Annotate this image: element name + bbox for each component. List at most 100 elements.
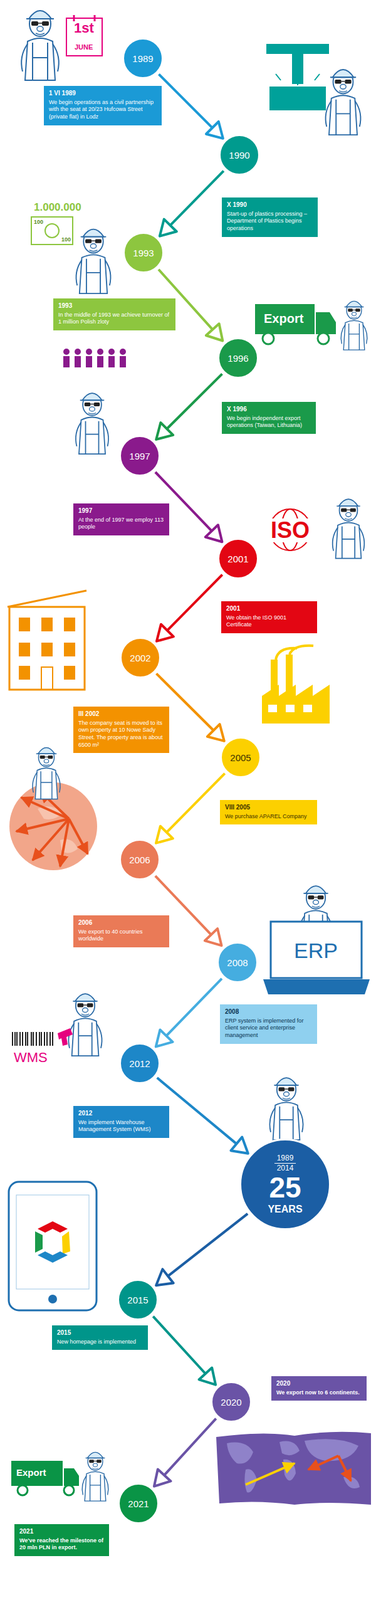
arrow-head [206,121,224,139]
year-circle: 1997 [119,434,161,477]
timeline-arrow [156,978,222,1047]
calendar-icon [73,15,95,22]
people-icon [63,355,70,368]
event-box: 2012We implement Warehouse Management Sy… [73,1105,170,1138]
export-globe [37,805,78,853]
year-circle: 1989 [122,37,164,79]
truck-icon [11,1460,79,1495]
iso-label: ISO [268,518,312,543]
worker-figure [21,10,59,81]
year-label: 2021 [127,1498,149,1508]
event-box: 2015New homepage is implemented [52,1324,148,1350]
barcode-icon [10,1030,56,1047]
event-box: 2021We've reached the milestone of 20 ml… [14,1523,110,1556]
arrow-line [170,171,224,226]
year-label: 1997 [129,451,150,461]
banknote-icon [31,216,73,245]
arrow-line [158,73,212,128]
factory-icon [285,654,293,697]
building-icon [9,606,85,690]
calendar-icon [66,18,103,56]
year-circle: 2006 [119,838,161,880]
year-circle: 2015 [117,1278,159,1320]
people-icon [97,355,104,368]
arrow-head [230,1136,248,1154]
arrow-head [156,624,174,642]
building-icon [63,617,76,632]
people-icon [119,355,126,368]
timeline-arrow [156,574,223,642]
timeline-arrow [152,1316,216,1385]
export-arrow [16,818,69,831]
event-text: ERP system is implemented for client ser… [224,1017,313,1040]
truck-icon [315,312,336,335]
machine-icon [275,73,320,86]
machine-icon [269,86,326,111]
year-circle: 2021 [117,1482,160,1524]
people-icon [97,348,104,355]
event-text: In the middle of 1993 we achieve turnove… [58,311,171,326]
arrow-line [167,574,223,631]
arrow-line [152,1316,206,1374]
phone-icon [37,1220,68,1233]
export-arrow [21,797,69,819]
year-label: 2012 [129,1058,150,1068]
arrow-head [199,1367,217,1385]
worker-figure [82,1451,109,1501]
year-label: 1993 [132,248,154,258]
machine-icon [266,43,329,111]
event-heading: 2006 [78,918,165,927]
people-icon [74,355,81,368]
money-amount: 1.000.000 [33,201,82,213]
year-label: 1996 [227,353,249,363]
anniversary-text: 25 [268,1171,301,1204]
arrow-head [206,323,223,341]
people-icon [63,348,126,368]
phone-icon [8,1181,97,1310]
scanner-icon [57,1027,73,1046]
arrow-line [166,773,225,833]
year-circle: 2002 [119,636,162,679]
calendar-day: 1st [73,21,94,36]
event-heading: 1997 [78,506,165,516]
event-heading: 2001 [226,604,313,613]
scanner-icon [57,1027,73,1046]
arrow-head [207,723,225,741]
worker-figure [75,392,109,454]
truck-icon [63,1484,74,1495]
year-label: 1989 [132,53,153,64]
export-arrow [40,790,69,819]
worker-figure [75,392,109,454]
machine-icon [266,43,329,54]
timeline-arrow [156,373,222,440]
building-icon [7,590,87,607]
worker-figure [325,69,361,135]
export-arrow [32,818,69,860]
year-circle: 2005 [219,736,262,778]
barcode-icon [10,1030,56,1047]
timeline-arrow [159,171,224,237]
timeline-arrow [157,1077,249,1154]
event-box: 2020We export now to 6 continents. [271,1375,367,1400]
year-circle: 2001 [217,537,259,580]
world-map [216,1431,371,1504]
year-label: 2020 [220,1396,242,1407]
truck-icon [17,1484,28,1495]
world-map [308,1455,339,1469]
year-circle: 1990 [218,134,261,176]
people-icon [108,348,115,355]
event-box: 2006We export to 40 countries worldwide [73,914,170,947]
worker-figure [32,747,61,799]
banknote-value: 100 [61,236,71,243]
erp-label: ERP [293,939,338,961]
worker-figure [298,885,333,948]
arrow-head [205,524,223,542]
timeline-arrow [154,1418,217,1486]
worker-figure [269,1077,303,1140]
event-text: We begin operations as a civil partnersh… [48,99,157,121]
timeline-arrow [156,773,225,843]
arrow-line [167,1213,248,1276]
event-heading: 2020 [276,1379,362,1388]
